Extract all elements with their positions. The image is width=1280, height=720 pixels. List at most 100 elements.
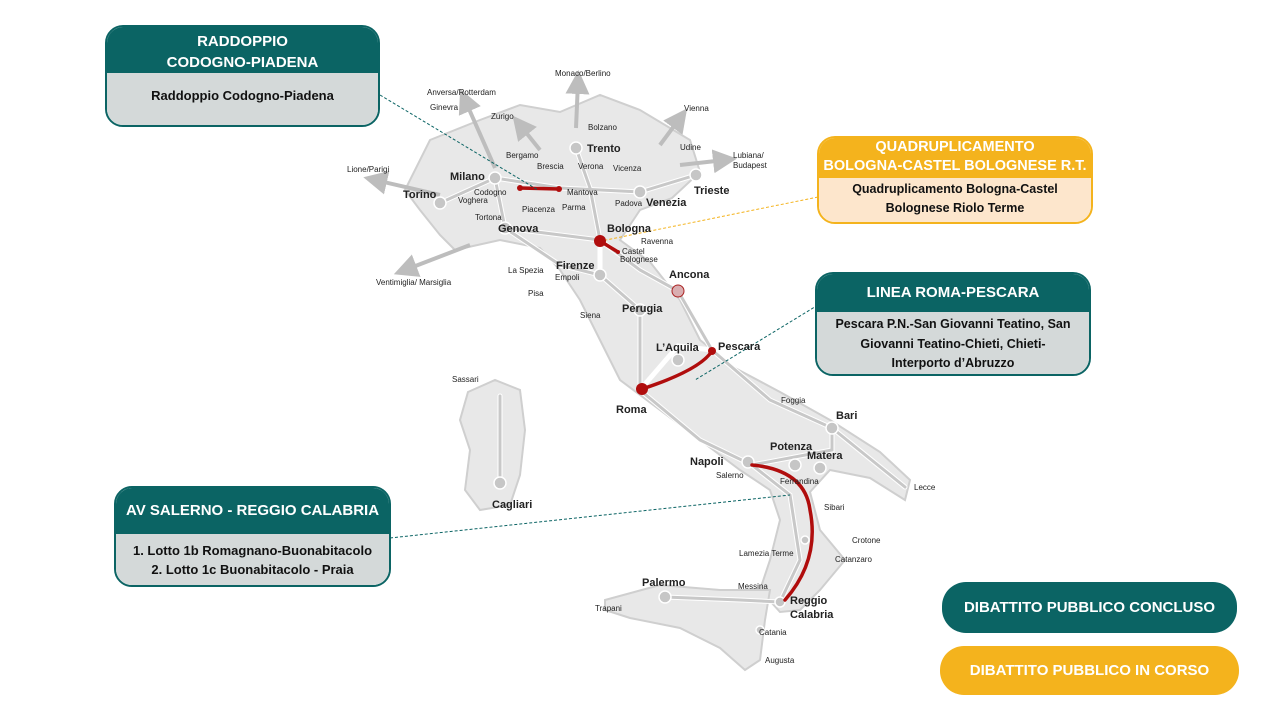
label-vienna: Vienna — [684, 104, 709, 113]
card-body: 1. Lotto 1b Romagnano-Buonabitacolo 2. L… — [116, 534, 389, 585]
label-sibari: Sibari — [824, 503, 845, 512]
label-brescia: Brescia — [537, 162, 564, 171]
label-roma: Roma — [616, 404, 647, 416]
label-trapani: Trapani — [595, 604, 622, 613]
card-av-salerno-reggio: AV SALERNO - REGGIO CALABRIA 1. Lotto 1b… — [114, 486, 391, 587]
highlighted-routes — [518, 186, 814, 602]
label-crotone: Crotone — [852, 536, 881, 545]
label-lubiana-2: Budapest — [733, 161, 768, 170]
label-tortona: Tortona — [475, 213, 502, 222]
label-ancona: Ancona — [669, 269, 710, 281]
card-body-line-1: Pescara P.N.-San Giovanni Teatino, San — [835, 317, 1071, 331]
label-bolzano: Bolzano — [588, 123, 617, 132]
label-empoli: Empoli — [555, 273, 580, 282]
card-title: RADDOPPIO CODOGNO-PIADENA — [107, 27, 378, 73]
label-ventimiglia: Ventimiglia/ Marsiglia — [376, 278, 452, 287]
label-pescara: Pescara — [718, 341, 761, 353]
label-perugia: Perugia — [622, 303, 663, 315]
label-bergamo: Bergamo — [506, 151, 539, 160]
route-codogno-piadena — [518, 186, 561, 191]
label-lamezia: Lamezia Terme — [739, 549, 794, 558]
label-cagliari: Cagliari — [492, 499, 532, 511]
label-trento: Trento — [587, 143, 621, 155]
callout-connectors — [379, 94, 819, 539]
label-ginevra: Ginevra — [430, 103, 459, 112]
card-title: LINEA ROMA-PESCARA — [817, 274, 1089, 312]
card-quadruplicamento-bologna: QUADRUPLICAMENTO BOLOGNA-CASTEL BOLOGNES… — [817, 136, 1093, 224]
card-title: AV SALERNO - REGGIO CALABRIA — [116, 488, 389, 534]
card-title-line-2: BOLOGNA-CASTEL BOLOGNESE R.T. — [823, 158, 1087, 174]
label-zurigo: Zurigo — [491, 112, 514, 121]
label-trieste: Trieste — [694, 185, 729, 197]
international-arrows — [363, 70, 737, 277]
card-body-line-2: Bolognese Riolo Terme — [885, 201, 1025, 215]
card-body-line-1: Quadruplicamento Bologna-Castel — [852, 182, 1058, 196]
card-raddoppio-codogno-piadena: RADDOPPIO CODOGNO-PIADENA Raddoppio Codo… — [105, 25, 380, 127]
label-parma: Parma — [562, 203, 586, 212]
label-foggia: Foggia — [781, 396, 806, 405]
card-title: QUADRUPLICAMENTO BOLOGNA-CASTEL BOLOGNES… — [819, 138, 1091, 178]
label-venezia: Venezia — [646, 197, 687, 209]
label-mantova: Mantova — [567, 188, 598, 197]
label-anversa: Anversa/Rotterdam — [427, 88, 496, 97]
label-laquila: L’Aquila — [656, 342, 700, 354]
route-roma-pescara — [640, 349, 714, 391]
label-catanzaro: Catanzaro — [835, 555, 872, 564]
card-body-line-2: 2. Lotto 1c Buonabitacolo - Praia — [151, 562, 354, 577]
city-nodes — [433, 141, 839, 635]
route-endpoints — [517, 185, 716, 395]
card-title-line-2: CODOGNO-PIADENA — [166, 54, 319, 71]
ancona-node — [671, 284, 685, 298]
label-matera: Matera — [807, 450, 843, 462]
label-bari: Bari — [836, 410, 857, 422]
label-sassari: Sassari — [452, 375, 479, 384]
route-salerno-reggio — [750, 463, 814, 602]
label-voghera: Voghera — [458, 196, 488, 205]
card-body-line-1: 1. Lotto 1b Romagnano-Buonabitacolo — [132, 543, 373, 558]
label-torino: Torino — [403, 189, 437, 201]
legend-dibattito-concluso: DIBATTITO PUBBLICO CONCLUSO — [942, 582, 1237, 633]
label-messina: Messina — [738, 582, 768, 591]
city-labels: Milano Torino Genova Bologna Firenze Ven… — [347, 69, 936, 665]
label-lione: Lione/Parigi — [347, 165, 389, 174]
label-augusta: Augusta — [765, 656, 795, 665]
label-lubiana-1: Lubiana/ — [733, 151, 764, 160]
card-title-line-1: QUADRUPLICAMENTO — [875, 139, 1035, 155]
label-piacenza: Piacenza — [522, 205, 555, 214]
label-ravenna: Ravenna — [641, 237, 674, 246]
label-ferrandina: Ferrandina — [780, 477, 819, 486]
label-padova: Padova — [615, 199, 643, 208]
italy-landmass — [403, 93, 912, 672]
legend-dibattito-in-corso: DIBATTITO PUBBLICO IN CORSO — [940, 646, 1239, 695]
label-catania: Catania — [759, 628, 787, 637]
label-vicenza: Vicenza — [613, 164, 642, 173]
label-lecce: Lecce — [914, 483, 936, 492]
label-udine: Udine — [680, 143, 701, 152]
label-codogno: Codogno — [474, 188, 507, 197]
label-verona: Verona — [578, 162, 604, 171]
label-reggio-2: Calabria — [790, 609, 834, 621]
label-salerno: Salerno — [716, 471, 744, 480]
label-potenza: Potenza — [770, 441, 813, 453]
label-monaco: Monaco/Berlino — [555, 69, 611, 78]
label-firenze: Firenze — [556, 260, 595, 272]
card-linea-roma-pescara: LINEA ROMA-PESCARA Pescara P.N.-San Giov… — [815, 272, 1091, 376]
label-castel-1: Castel — [622, 247, 645, 256]
card-body: Raddoppio Codogno-Piadena — [107, 73, 378, 125]
label-palermo: Palermo — [642, 577, 686, 589]
card-body: Pescara P.N.-San Giovanni Teatino, San G… — [817, 312, 1089, 374]
label-reggio-1: Reggio — [790, 595, 828, 607]
label-bologna: Bologna — [607, 223, 652, 235]
card-body: Quadruplicamento Bologna-Castel Bolognes… — [819, 178, 1091, 222]
card-title-line-1: RADDOPPIO — [197, 33, 288, 50]
label-siena: Siena — [580, 311, 601, 320]
card-body-line-3: Interporto d’Abruzzo — [891, 356, 1015, 370]
label-castel-2: Bolognese — [620, 255, 658, 264]
label-pisa: Pisa — [528, 289, 544, 298]
label-milano: Milano — [450, 171, 485, 183]
label-laspezia: La Spezia — [508, 266, 544, 275]
card-body-line-2: Giovanni Teatino-Chieti, Chieti- — [860, 336, 1046, 351]
label-genova: Genova — [498, 223, 539, 235]
label-napoli: Napoli — [690, 456, 724, 468]
